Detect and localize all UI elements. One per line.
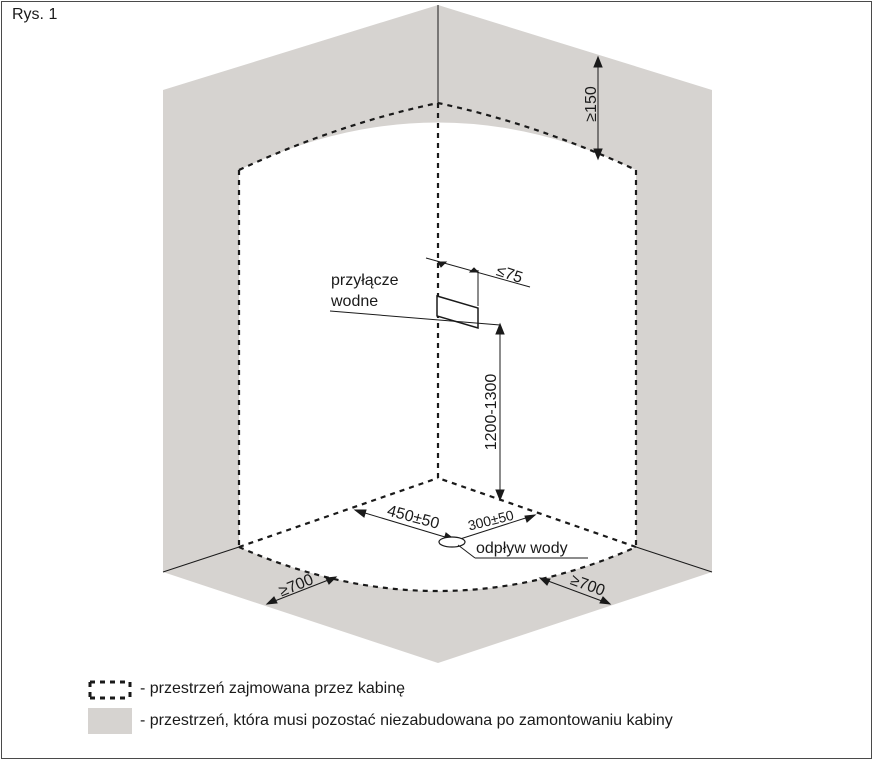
legend-cabin-space: - przestrzeń zajmowana przez kabinę: [88, 678, 405, 700]
water-connection-label-1: przyłącze: [331, 272, 399, 289]
water-connection-label-2: wodne: [330, 293, 378, 310]
dimension-connection-height: [495, 322, 505, 502]
dimension-drain-left-label: 450±50: [385, 503, 441, 533]
drain-symbol: [438, 536, 466, 548]
dimension-front-left: [265, 576, 338, 605]
legend-dashed-swatch: [88, 678, 132, 700]
figure-label: Rys. 1: [12, 6, 58, 23]
drain-label: odpływ wody: [476, 540, 568, 557]
dimension-connection-offset: [425, 257, 531, 306]
water-connection-box: [436, 294, 479, 330]
dimension-drain-right: [456, 514, 537, 541]
legend-cabin-space-label: - przestrzeń zajmowana przez kabinę: [140, 680, 406, 697]
floor-right-edge: [635, 546, 713, 573]
dimension-connection-offset-label: ≤75: [494, 263, 525, 287]
cabin-outline: [237, 101, 638, 593]
legend-free-space: - przestrzeń, która musi pozostać niezab…: [88, 708, 673, 734]
dimension-front-right: [538, 577, 612, 605]
dimension-connection-height-label: 1200-1300: [483, 374, 500, 451]
floor-left-edge: [162, 546, 240, 573]
legend-gray-swatch: [88, 708, 132, 734]
dimension-top-clearance-label: ≥150: [583, 86, 600, 122]
legend-free-space-label: - przestrzeń, która musi pozostać niezab…: [140, 712, 673, 729]
water-connection-leader: [329, 310, 501, 326]
drain-leader: [457, 544, 476, 559]
dimension-top-clearance: [593, 55, 603, 161]
